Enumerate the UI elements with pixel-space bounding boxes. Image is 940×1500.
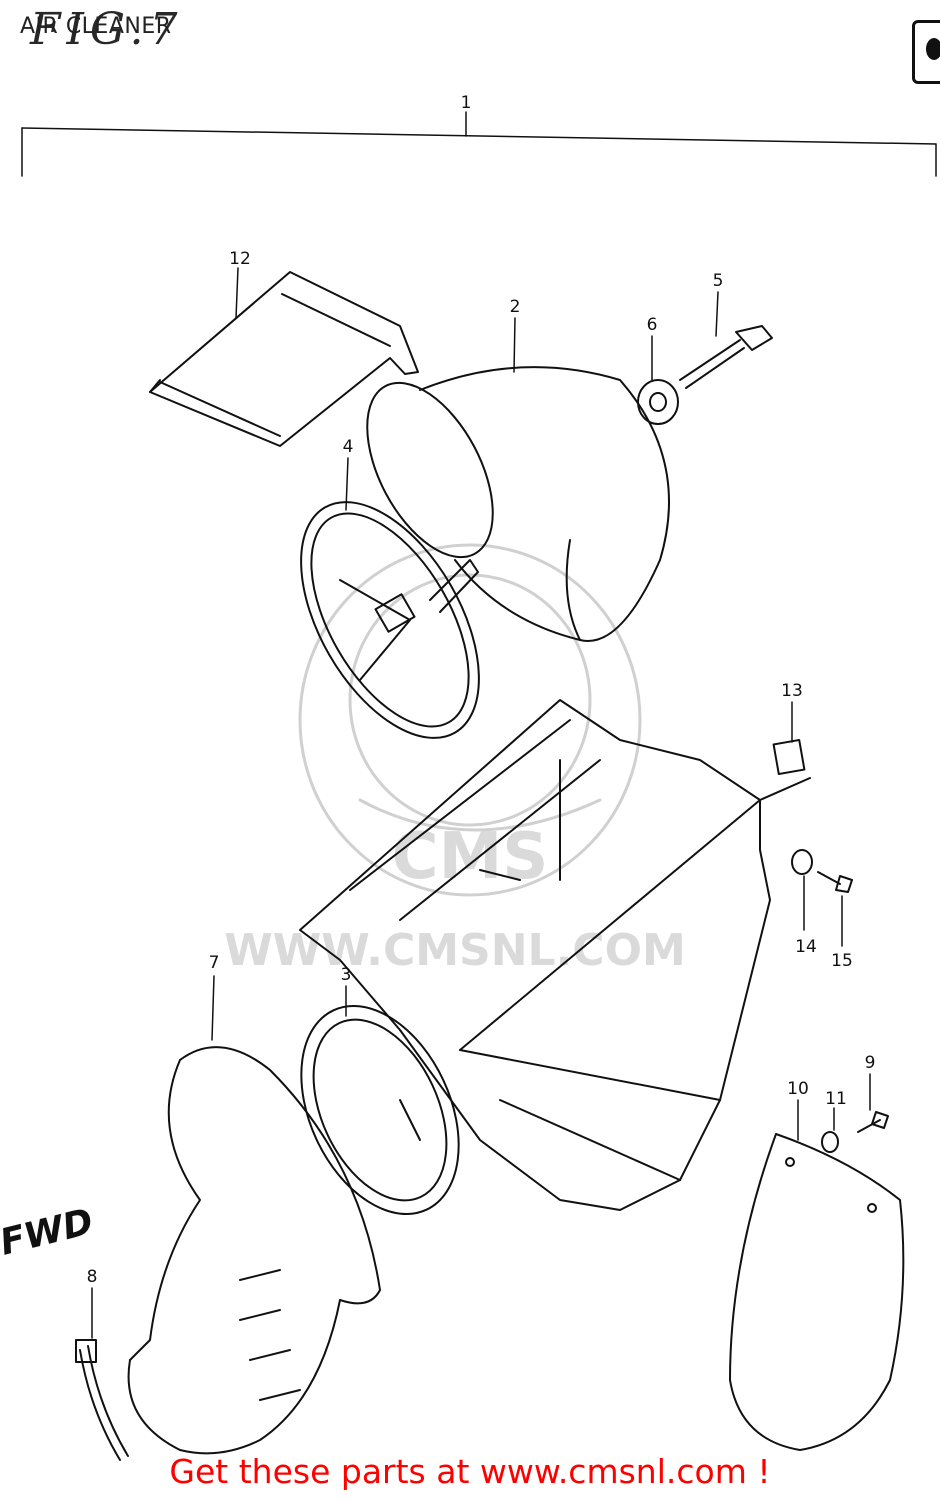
corner-marker-dot (926, 38, 940, 60)
part-7-outlet-tube (127, 975, 381, 1455)
part-4-element-frame (300, 457, 480, 739)
part-number-labels: 1 2 3 4 5 6 7 8 9 10 11 12 13 14 15 (87, 93, 876, 1287)
part-number-10: 10 (787, 1079, 809, 1099)
part-3-seal-ring (300, 985, 460, 1215)
part-8-clamp (75, 1287, 129, 1461)
part-9-screw (857, 1073, 889, 1133)
footer-link[interactable]: Get these parts at www.cmsnl.com ! (169, 1452, 771, 1491)
part-number-3: 3 (341, 965, 352, 985)
part-number-8: 8 (87, 1267, 98, 1287)
part-10-cover (729, 1099, 905, 1451)
part-2-element (366, 317, 670, 642)
part-number-15: 15 (831, 951, 853, 971)
part-number-11: 11 (825, 1089, 847, 1109)
part-number-7: 7 (209, 953, 220, 973)
figure-number: FIG.7 (30, 4, 184, 55)
part-12-cover-plate (149, 267, 419, 447)
part-number-2: 2 (510, 297, 521, 317)
air-box-housing (299, 699, 771, 1211)
part-14-washer (791, 849, 813, 931)
part-11-washer (821, 1107, 839, 1153)
part-6-washer (637, 335, 679, 425)
figure-title: AIR CLEANER (20, 14, 172, 39)
part-number-6: 6 (647, 315, 658, 335)
part-number-13: 13 (781, 681, 803, 701)
watermark-brand: CMS (392, 820, 549, 894)
part-5-bolt (679, 291, 773, 389)
part-number-5: 5 (713, 271, 724, 291)
part-15-bolt (817, 871, 853, 947)
corner-marker (912, 20, 940, 84)
part-13-nut (759, 701, 811, 801)
part-number-1: 1 (461, 93, 472, 113)
assembly-bracket (21, 111, 937, 177)
part-number-4: 4 (343, 437, 354, 457)
part-number-14: 14 (795, 937, 817, 957)
part-number-12: 12 (229, 249, 251, 269)
watermark-site: WWW.CMSNL.COM (224, 925, 686, 976)
watermark: CMS WWW.CMSNL.COM (224, 543, 686, 976)
part-number-9: 9 (865, 1053, 876, 1073)
